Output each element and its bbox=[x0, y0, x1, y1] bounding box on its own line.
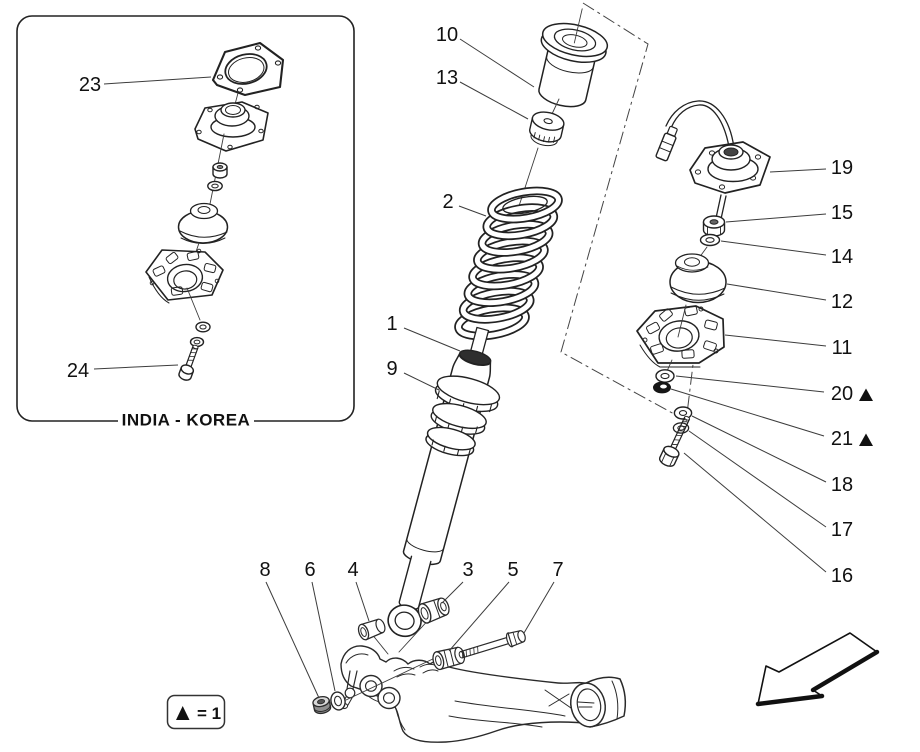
part-bump-stop-cup-10 bbox=[538, 8, 609, 108]
part-bushing-4 bbox=[357, 618, 386, 641]
svg-text:3: 3 bbox=[462, 559, 473, 581]
callout-1: 1 bbox=[386, 313, 461, 352]
part-washer-21 bbox=[653, 381, 671, 394]
part-lower-control-arm bbox=[339, 645, 627, 743]
svg-text:9: 9 bbox=[386, 358, 397, 380]
part-lower-plate-inset bbox=[145, 248, 224, 304]
callout-17: 17 bbox=[688, 430, 853, 541]
svg-text:20: 20 bbox=[831, 383, 853, 405]
part-nut-15 bbox=[702, 215, 726, 237]
svg-text:13: 13 bbox=[436, 67, 458, 89]
svg-text:2: 2 bbox=[442, 191, 453, 213]
part-washer-20 bbox=[655, 369, 675, 383]
svg-text:6: 6 bbox=[304, 559, 315, 581]
triangle-marker bbox=[859, 433, 873, 446]
callout-4: 4 bbox=[347, 559, 370, 622]
part-washer-17 bbox=[672, 422, 690, 434]
part-top-plate-23 bbox=[211, 41, 285, 97]
part-coil-spring-2 bbox=[454, 186, 563, 341]
part-washer-6 bbox=[330, 691, 346, 711]
part-washer-18 bbox=[673, 406, 693, 420]
svg-text:11: 11 bbox=[832, 337, 853, 359]
callout-13: 13 bbox=[436, 67, 529, 120]
callout-6: 6 bbox=[304, 559, 336, 692]
part-spring-seat-9 bbox=[425, 375, 501, 457]
svg-text:16: 16 bbox=[831, 565, 853, 587]
svg-text:18: 18 bbox=[831, 474, 853, 496]
callout-10: 10 bbox=[436, 24, 535, 88]
legend-label: = 1 bbox=[197, 704, 221, 723]
callout-2: 2 bbox=[442, 191, 487, 217]
callout-7: 7 bbox=[523, 559, 564, 634]
right-stack bbox=[636, 100, 771, 467]
svg-text:24: 24 bbox=[67, 360, 89, 382]
triangle-marker bbox=[859, 388, 873, 401]
svg-text:7: 7 bbox=[552, 559, 563, 581]
callout-9: 9 bbox=[386, 358, 440, 391]
inset-box bbox=[16, 15, 355, 434]
callout-14: 14 bbox=[720, 240, 853, 268]
callout-23: 23 bbox=[79, 74, 212, 96]
svg-text:17: 17 bbox=[831, 519, 853, 541]
callout-19: 19 bbox=[769, 157, 853, 179]
part-bolt-24 bbox=[178, 344, 199, 381]
inset-label: INDIA - KOREA bbox=[122, 411, 251, 430]
svg-text:1: 1 bbox=[386, 313, 397, 335]
callout-20: 20 bbox=[675, 375, 873, 405]
triangle-icon bbox=[176, 706, 190, 720]
callout-8: 8 bbox=[259, 559, 320, 699]
callout-21: 21 bbox=[670, 388, 873, 450]
svg-text:10: 10 bbox=[436, 24, 458, 46]
part-bolt-16 bbox=[658, 415, 690, 467]
part-washer-14 bbox=[699, 233, 721, 247]
part-shock-absorber-1 bbox=[387, 326, 501, 638]
part-nut-8 bbox=[312, 695, 332, 715]
svg-text:8: 8 bbox=[259, 559, 270, 581]
main-strut bbox=[387, 8, 609, 638]
svg-text:12: 12 bbox=[831, 291, 853, 313]
svg-text:4: 4 bbox=[347, 559, 358, 581]
svg-text:19: 19 bbox=[831, 157, 853, 179]
inset-parts bbox=[145, 41, 285, 381]
callout-12: 12 bbox=[726, 283, 853, 313]
part-washer-inset bbox=[207, 180, 223, 192]
svg-text:5: 5 bbox=[507, 559, 518, 581]
part-bushing-3 bbox=[417, 597, 450, 624]
callouts: 23 24 10 13 2 1 9 8 6 4 3 5 7 19 15 14 1… bbox=[67, 24, 873, 699]
legend-box: = 1 bbox=[166, 694, 226, 730]
part-rubber-mount-12 bbox=[669, 253, 727, 304]
part-bushing-13 bbox=[529, 111, 565, 147]
shock-eye bbox=[387, 604, 422, 638]
part-strut-mount-inset bbox=[194, 101, 269, 152]
callout-3: 3 bbox=[441, 559, 474, 604]
part-bolt-7 bbox=[458, 630, 526, 659]
svg-text:15: 15 bbox=[831, 202, 853, 224]
callout-16: 16 bbox=[683, 452, 853, 587]
part-nut-inset bbox=[212, 162, 228, 179]
part-rubber-mount-inset bbox=[177, 202, 229, 244]
lower-section bbox=[312, 597, 627, 743]
svg-text:23: 23 bbox=[79, 74, 101, 96]
callout-11: 11 bbox=[724, 334, 853, 359]
svg-text:21: 21 bbox=[831, 428, 853, 450]
callout-5: 5 bbox=[448, 559, 519, 652]
direction-arrow bbox=[755, 632, 880, 707]
callout-18: 18 bbox=[691, 415, 853, 496]
wire-connector bbox=[655, 125, 678, 162]
part-mount-plate-11 bbox=[636, 305, 725, 368]
part-sensor-mount-19 bbox=[655, 100, 771, 222]
part-washers-inset bbox=[189, 321, 211, 348]
svg-text:14: 14 bbox=[831, 246, 853, 268]
arm-bushing-barrel bbox=[570, 676, 627, 728]
callout-24: 24 bbox=[67, 360, 179, 382]
callout-15: 15 bbox=[725, 202, 853, 224]
